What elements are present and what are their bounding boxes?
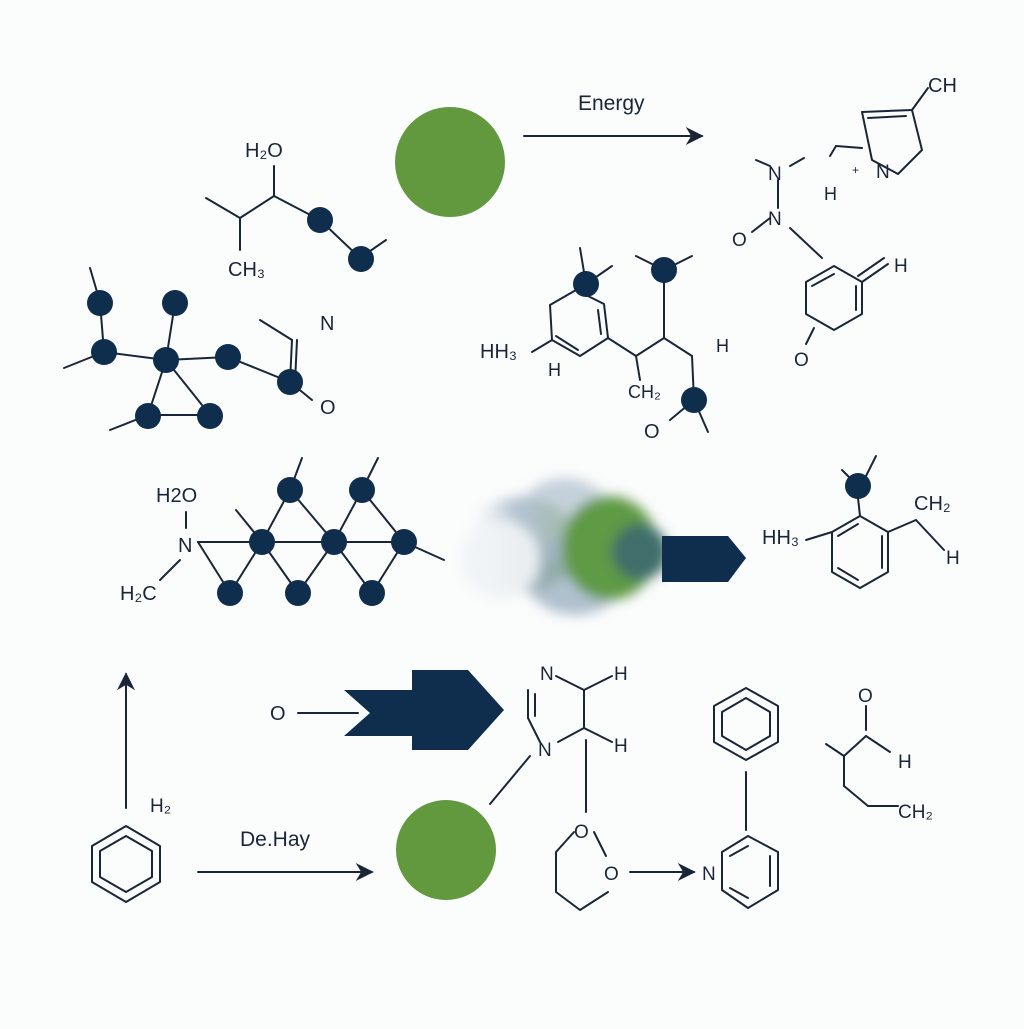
label-n: N: [702, 864, 716, 885]
reaction-cloud: [460, 478, 746, 615]
label-h: H: [716, 336, 729, 356]
green-particle: [395, 107, 505, 217]
label-ch: CH: [928, 75, 957, 97]
label-n: N: [540, 664, 554, 685]
atom-node: [359, 580, 385, 606]
label-n: N: [320, 313, 334, 335]
label-o: O: [794, 350, 809, 371]
atom-node: [845, 473, 871, 499]
label-h2o: H₂O: [245, 140, 283, 162]
label-o: O: [644, 421, 660, 443]
label-o: O: [574, 822, 589, 843]
atom-node: [197, 403, 223, 429]
atom-node: [162, 290, 188, 316]
label-h: H: [548, 360, 561, 380]
molecule-k: O H CH₂: [825, 686, 933, 823]
atom-node: [91, 339, 117, 365]
label-ch3: CH₃: [228, 259, 265, 281]
label-n: N: [768, 164, 782, 185]
atom-node: [285, 580, 311, 606]
label-n: N: [876, 162, 890, 183]
atom-node: [651, 257, 677, 283]
label-n: N: [538, 740, 552, 761]
energy-arrow: Energy: [523, 92, 704, 145]
label-energy: Energy: [578, 92, 645, 115]
molecule-c: HH₃ H CH₂ O H: [480, 247, 729, 443]
label-o: O: [270, 703, 286, 725]
label-o: O: [732, 230, 747, 251]
label-dehay: De.Hay: [240, 828, 311, 851]
atom-node: [217, 580, 243, 606]
molecule-e: H2O N H₂C: [120, 457, 445, 606]
label-n: N: [768, 209, 782, 230]
label-h: H: [614, 736, 628, 757]
green-particle: [396, 800, 496, 900]
atom-node: [349, 477, 375, 503]
atom-node: [277, 369, 303, 395]
atom-node: [87, 290, 113, 316]
atom-node: [391, 529, 417, 555]
label-h2o: H2O: [156, 485, 197, 507]
label-o: O: [320, 397, 336, 419]
atom-node: [249, 529, 275, 555]
atom-node: [321, 529, 347, 555]
label-ch2: CH₂: [898, 802, 933, 823]
label-ch2: CH₂: [628, 382, 661, 402]
label-o: O: [604, 864, 619, 885]
atom-node: [215, 344, 241, 370]
o-arrow: O: [270, 670, 504, 750]
reaction-arrow: [662, 536, 746, 582]
atom-node: [277, 477, 303, 503]
label-n: N: [178, 535, 192, 557]
label-h: H: [824, 184, 837, 204]
atom-node: [307, 207, 333, 233]
molecule-h: N H N H: [489, 664, 628, 813]
molecule-g: H₂ De.Hay: [91, 672, 374, 903]
molecule-j: [713, 687, 779, 761]
molecule-b: N O: [63, 267, 336, 431]
label-h: H: [898, 752, 912, 773]
atom-node: [573, 271, 599, 297]
label-o: O: [858, 686, 873, 707]
label-hh3: HH₃: [480, 341, 517, 363]
molecule-a: H₂O CH₃: [205, 140, 387, 281]
label-h: H: [894, 256, 908, 277]
label-ch2: CH₂: [914, 493, 951, 515]
label-h2: H₂: [150, 796, 171, 817]
label-charge: +: [852, 163, 859, 177]
molecule-f: HH₃ CH₂ H: [762, 455, 960, 589]
atom-node: [153, 347, 179, 373]
molecule-d: CH N H + N N O H O: [732, 75, 957, 371]
label-h: H: [946, 548, 960, 569]
label-hh3: HH₃: [762, 527, 799, 549]
atom-node: [348, 246, 374, 272]
atom-node: [681, 387, 707, 413]
label-h: H: [614, 664, 628, 685]
atom-node: [135, 403, 161, 429]
label-h2c: H₂C: [120, 583, 157, 605]
big-arrow: [344, 670, 504, 750]
molecule-i: O O N: [555, 771, 779, 911]
